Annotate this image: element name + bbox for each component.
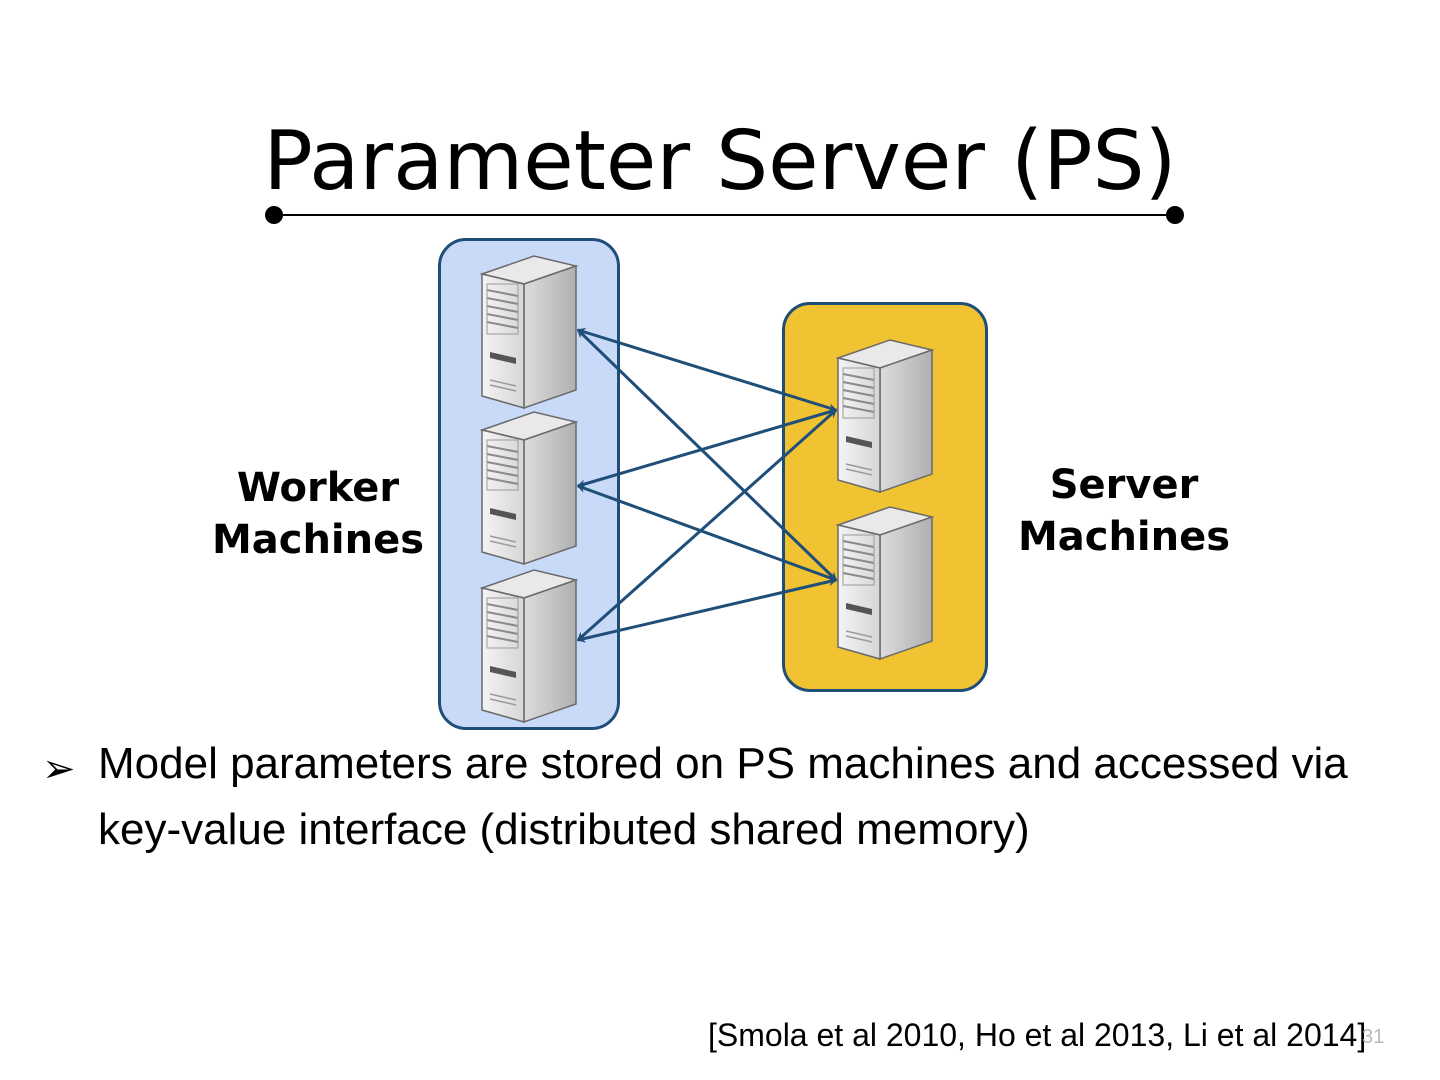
worker-label-line2: Machines	[211, 517, 425, 563]
page-number: 31	[1362, 1026, 1385, 1048]
worker-machine-server-icon	[476, 254, 580, 410]
connection-arrow	[576, 408, 838, 642]
worker-machine-server-icon	[476, 568, 580, 724]
worker-label-line1: Worker	[236, 465, 400, 511]
connection-arrow	[576, 327, 838, 413]
server-machine-server-icon	[832, 505, 936, 661]
server-machine-server-icon	[832, 338, 936, 494]
server-machines-label: Server Machines	[1004, 459, 1244, 563]
server-label-line1: Server	[1049, 462, 1199, 508]
connection-arrow	[576, 407, 838, 489]
title-underline	[273, 214, 1175, 216]
citation: [Smola et al 2010, Ho et al 2013, Li et …	[708, 1017, 1367, 1053]
connection-arrow	[576, 484, 838, 582]
underline-left-dot	[265, 206, 283, 224]
connection-arrow	[576, 577, 838, 643]
connection-arrow	[576, 328, 838, 582]
server-label-line2: Machines	[1017, 514, 1231, 560]
slide-title: Parameter Server (PS)	[263, 114, 1177, 209]
worker-machines-label: Worker Machines	[200, 462, 436, 566]
underline-right-dot	[1166, 206, 1184, 224]
bullet-text: Model parameters are stored on PS machin…	[98, 739, 1348, 854]
worker-machine-server-icon	[476, 410, 580, 566]
bullet-marker: ➢	[42, 747, 76, 791]
